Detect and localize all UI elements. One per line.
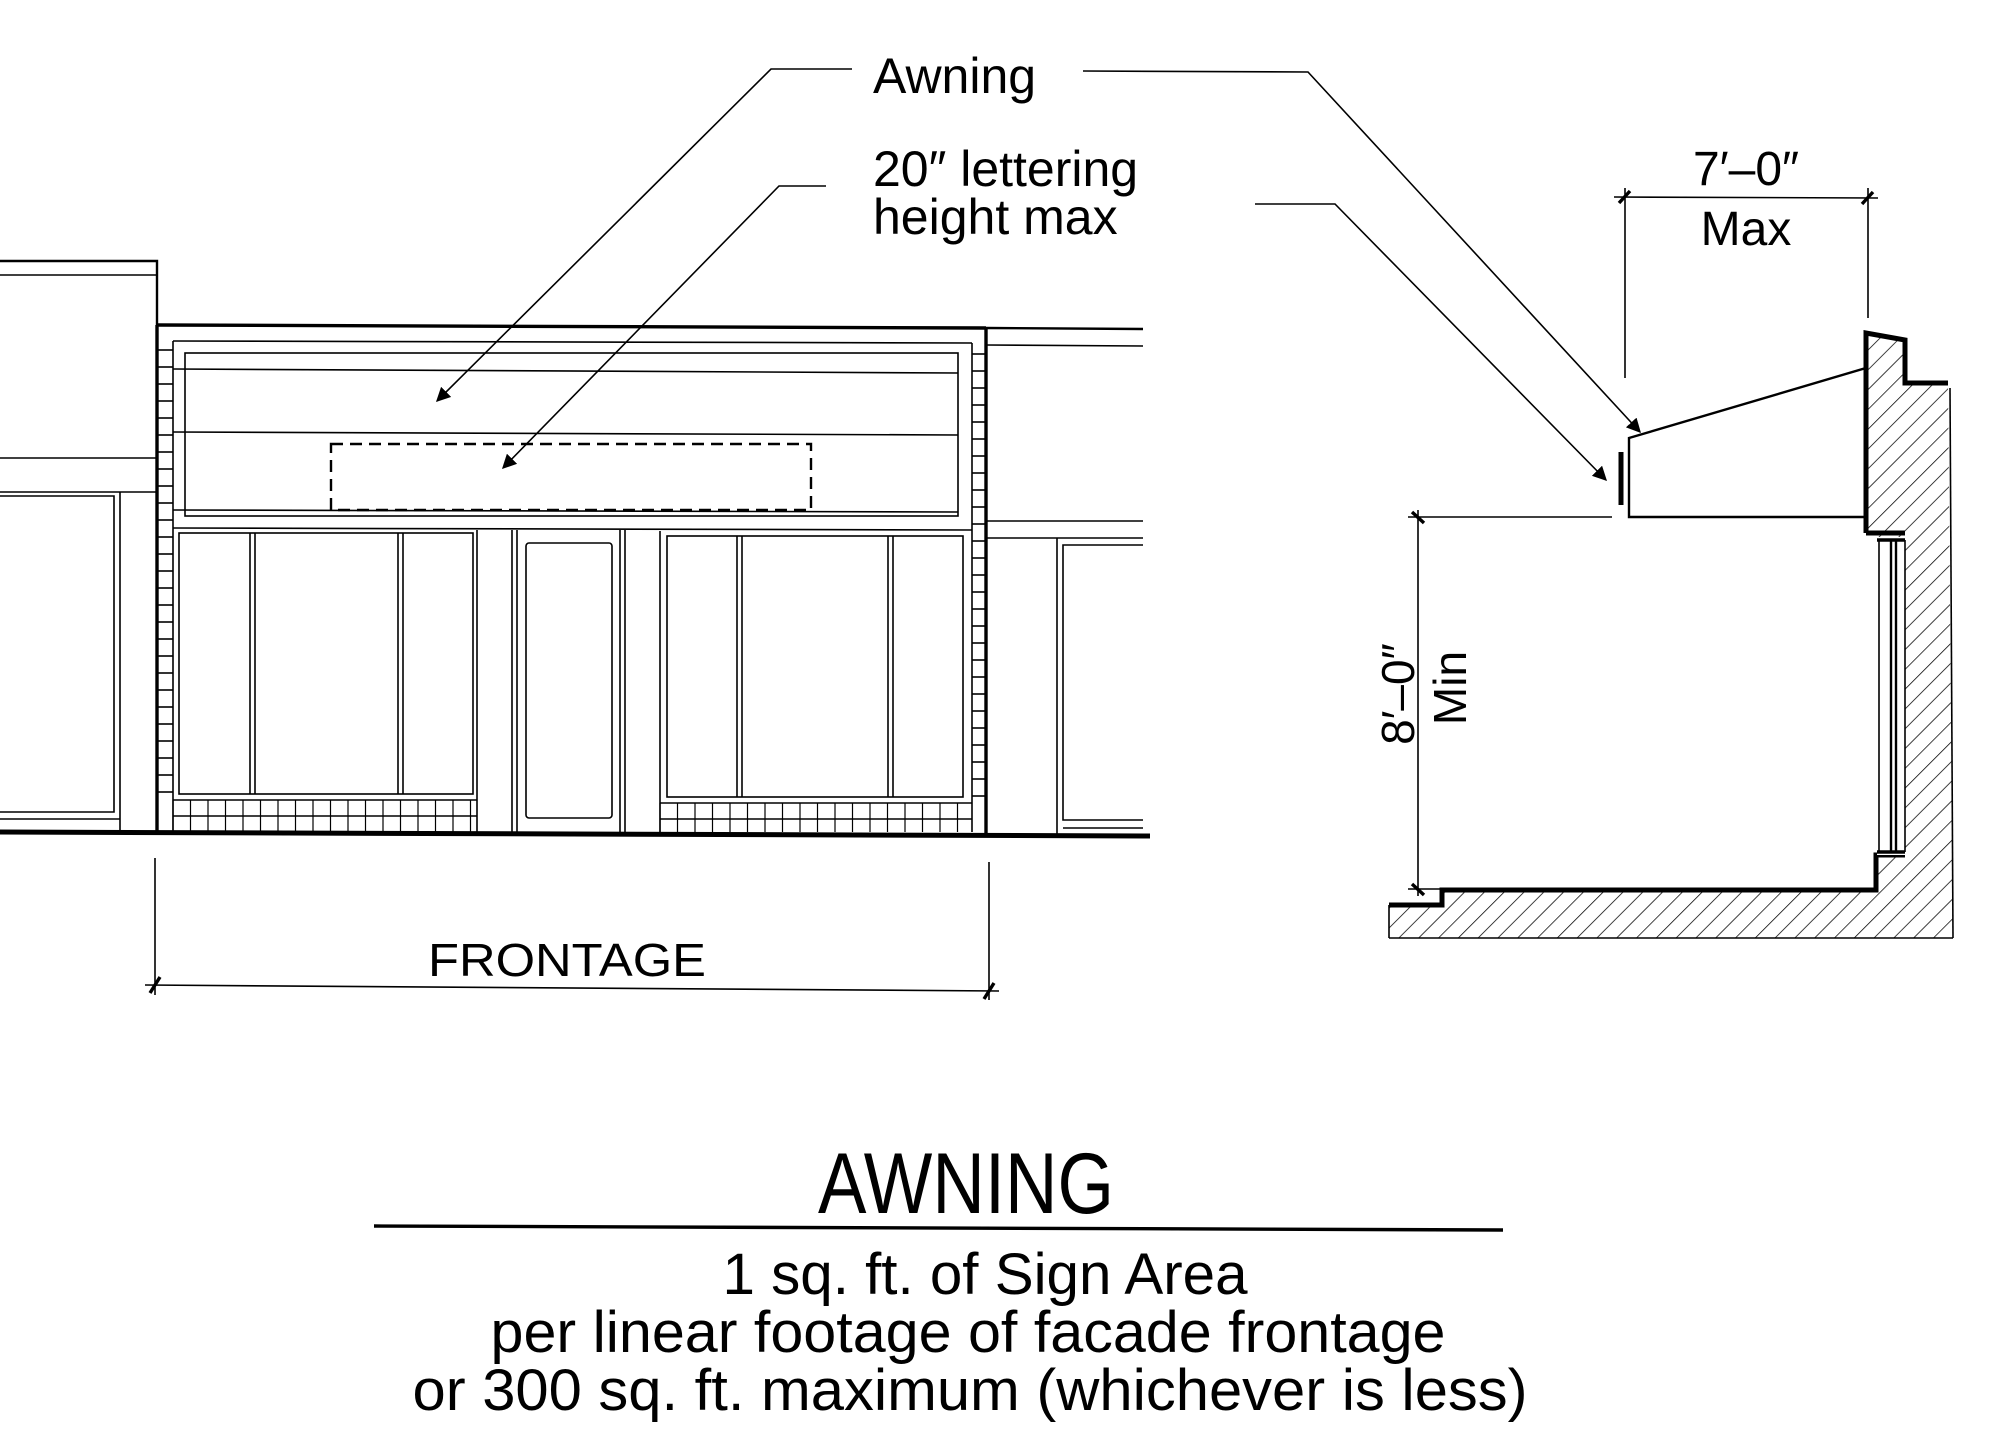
- left-display-window: [178, 530, 478, 832]
- awning-leader-left: [435, 68, 852, 403]
- caption-rule: [373, 1224, 1504, 1232]
- lettering-leader-right: [1255, 203, 1608, 482]
- caption-line-3: or 300 sq. ft. maximum (whichever is les…: [413, 1358, 1528, 1423]
- sign-lettering-area: [329, 442, 813, 512]
- storefront-elevation: FRONTAGE: [0, 259, 1151, 1000]
- wall-section: [1389, 333, 1953, 938]
- awning-section: 7′–0″ Max 8′–0″ Min: [1372, 143, 1954, 939]
- frontage-label: FRONTAGE: [428, 934, 706, 986]
- left-neighbor-building: [0, 259, 159, 832]
- section-window: [1877, 537, 1906, 855]
- lettering-callout-line1: 20″ lettering: [873, 141, 1138, 197]
- caption-title: AWNING: [818, 1136, 1114, 1232]
- left-brick-pilaster: [157, 349, 173, 793]
- awning-profile: [1627, 366, 1868, 519]
- right-neighbor-building: [985, 326, 1144, 834]
- awning-front: [172, 352, 973, 531]
- awning-callout-label: Awning: [873, 48, 1036, 104]
- right-display-window: [659, 531, 964, 832]
- lettering-leader-left: [501, 185, 826, 470]
- frontage-dimension: FRONTAGE: [144, 858, 1000, 1000]
- left-tile-bulkhead: [172, 799, 477, 832]
- entry-door: [511, 530, 626, 832]
- projection-dimension: 7′–0″ Max: [1613, 143, 1879, 378]
- awning-leader-right: [1082, 70, 1641, 434]
- main-building: [155, 323, 988, 834]
- projection-value: 7′–0″: [1693, 143, 1799, 196]
- caption: AWNING 1 sq. ft. of Sign Area per linear…: [373, 1136, 1528, 1423]
- clearance-dimension: 8′–0″ Min: [1372, 510, 1612, 897]
- caption-line-1: 1 sq. ft. of Sign Area: [723, 1242, 1249, 1307]
- callout-awning: Awning: [435, 48, 1641, 434]
- right-brick-pilaster: [972, 353, 986, 797]
- projection-qualifier: Max: [1701, 203, 1792, 256]
- right-tile-bulkhead: [659, 802, 972, 832]
- clearance-qualifier: Min: [1424, 651, 1476, 725]
- callout-lettering: 20″ lettering height max: [501, 141, 1608, 482]
- caption-line-2: per linear footage of facade frontage: [491, 1300, 1446, 1365]
- lettering-callout-line2: height max: [873, 189, 1118, 245]
- clearance-value: 8′–0″: [1372, 643, 1424, 745]
- ground-line: [0, 829, 1151, 839]
